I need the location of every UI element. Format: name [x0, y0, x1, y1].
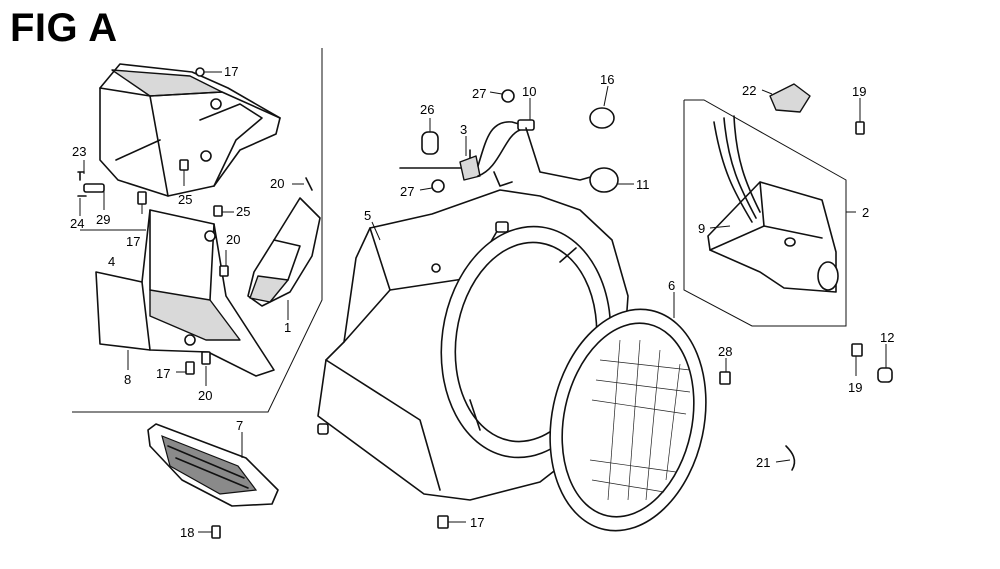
callout-17: 17 [126, 234, 140, 249]
callout-6: 6 [668, 278, 675, 293]
callout-19: 19 [848, 380, 862, 395]
callout-23: 23 [72, 144, 86, 159]
callout-17: 17 [470, 515, 484, 530]
lower-guide [147, 423, 279, 507]
callout-20: 20 [270, 176, 284, 191]
side-deflector [247, 197, 321, 307]
callout-labels: 17 23 29 24 4 17 25 25 20 20 1 8 17 20 2… [70, 64, 894, 540]
callout-28: 28 [718, 344, 732, 359]
callout-27: 27 [400, 184, 414, 199]
callout-3: 3 [460, 122, 467, 137]
callout-16: 16 [600, 72, 614, 87]
callout-27: 27 [472, 86, 486, 101]
callout-10: 10 [522, 84, 536, 99]
left-hardware [77, 67, 313, 375]
callout-18: 18 [180, 525, 194, 540]
callout-17: 17 [224, 64, 238, 79]
callout-20: 20 [226, 232, 240, 247]
callout-21: 21 [756, 455, 770, 470]
figure-title: FIG A [10, 6, 118, 50]
callout-25: 25 [178, 192, 192, 207]
shroud-cover-upper [99, 63, 281, 197]
callout-1: 1 [284, 320, 291, 335]
fan-screen [549, 308, 707, 532]
callout-20: 20 [198, 388, 212, 403]
left-group-frame [72, 48, 323, 413]
callout-5: 5 [364, 208, 371, 223]
callout-12: 12 [880, 330, 894, 345]
callout-4: 4 [108, 254, 115, 269]
bracket-assembly [211, 83, 893, 539]
callout-17: 17 [156, 366, 170, 381]
callout-22: 22 [742, 83, 756, 98]
center-hardware [399, 89, 619, 193]
callout-9: 9 [698, 221, 705, 236]
callout-8: 8 [124, 372, 131, 387]
leader-lines [79, 71, 887, 533]
right-group-frame [683, 99, 847, 327]
callout-26: 26 [420, 102, 434, 117]
callout-11: 11 [636, 177, 650, 192]
callout-29: 29 [96, 212, 110, 227]
callout-25: 25 [236, 204, 250, 219]
callout-7: 7 [236, 418, 243, 433]
shroud-cover-lower [95, 209, 275, 377]
callout-2: 2 [862, 205, 869, 220]
callout-24: 24 [70, 216, 84, 231]
callout-19: 19 [852, 84, 866, 99]
